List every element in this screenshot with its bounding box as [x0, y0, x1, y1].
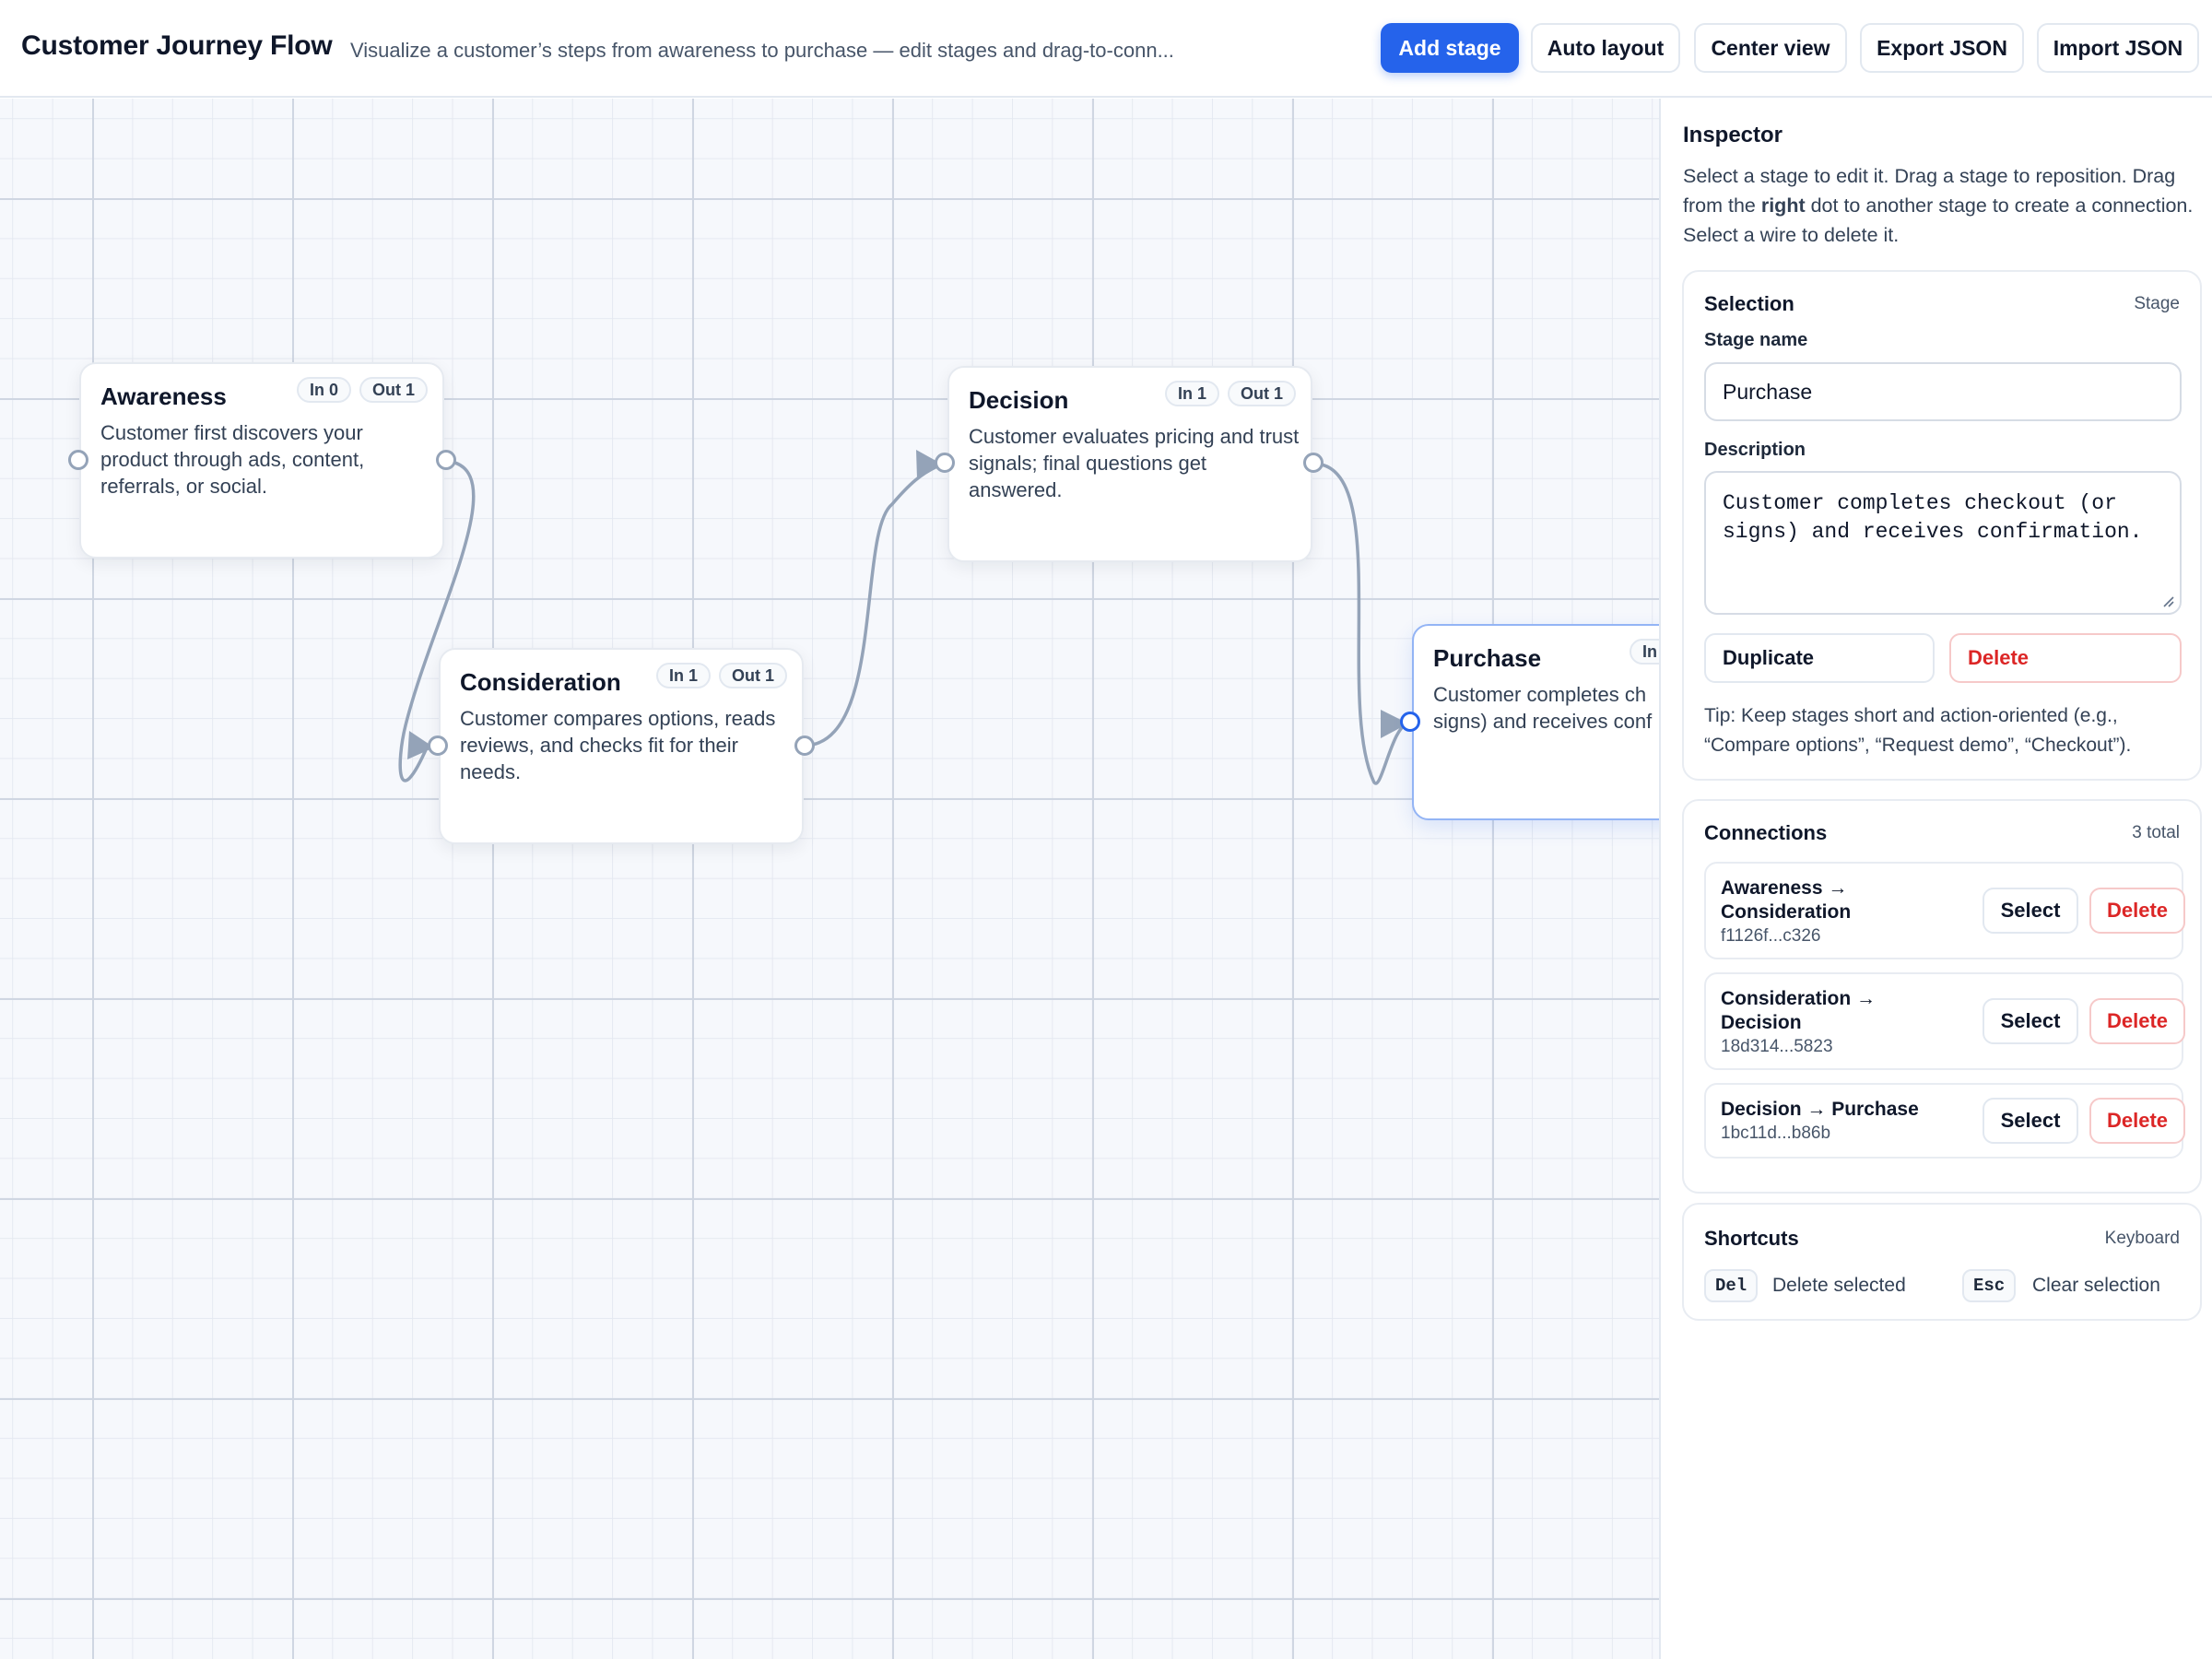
wire-consideration-decision[interactable] — [804, 462, 945, 747]
delete-connection-button[interactable]: Delete — [2089, 888, 2185, 934]
select-connection-button[interactable]: Select — [1983, 998, 2078, 1044]
stage-name-input[interactable]: Purchase — [1704, 362, 2182, 421]
connection-row[interactable]: Consideration → Decision 18d314...5823 S… — [1704, 972, 2185, 1070]
center-view-button[interactable]: Center view — [1694, 23, 1847, 73]
stage-title: Decision — [969, 386, 1069, 414]
stage-description: Customer completes ch signs) and receive… — [1433, 683, 1653, 733]
shortcut-label: Delete selected — [1772, 1275, 1906, 1296]
select-connection-button[interactable]: Select — [1983, 888, 2078, 934]
input-port[interactable] — [428, 735, 448, 756]
kbd-esc: Esc — [1962, 1269, 2017, 1302]
connection-row[interactable]: Awareness → Consideration f1126f...c326 … — [1704, 862, 2185, 959]
shortcut-label: Clear selection — [2032, 1275, 2160, 1296]
selection-title: Selection — [1704, 292, 1794, 315]
delete-stage-button[interactable]: Delete — [1949, 633, 2182, 683]
select-connection-button[interactable]: Select — [1983, 1098, 2078, 1144]
wire-decision-purchase[interactable] — [1312, 462, 1411, 785]
delete-connection-button[interactable]: Delete — [2089, 1098, 2185, 1144]
wire-arrowhead — [1381, 710, 1408, 738]
flow-canvas[interactable]: Awareness In 0 Out 1 Customer first disc… — [0, 99, 1659, 1659]
auto-layout-button[interactable]: Auto layout — [1531, 23, 1680, 73]
in-count-badge: In — [1630, 639, 1659, 665]
import-json-button[interactable]: Import JSON — [2037, 23, 2199, 73]
stage-title: Awareness — [100, 382, 227, 410]
stage-node-awareness[interactable]: Awareness In 0 Out 1 Customer first disc… — [79, 362, 444, 559]
delete-connection-button[interactable]: Delete — [2089, 998, 2185, 1044]
shortcuts-card: Shortcuts Keyboard Del Delete selected E… — [1682, 1203, 2202, 1321]
in-count-badge: In 1 — [656, 663, 712, 688]
add-stage-button[interactable]: Add stage — [1381, 23, 1519, 73]
connection-row[interactable]: Decision → Purchase 1bc11d...b86b Select… — [1704, 1083, 2185, 1159]
resize-grip-icon[interactable] — [2161, 594, 2174, 607]
input-port[interactable] — [935, 453, 955, 473]
connection-id: 1bc11d...b86b — [1721, 1124, 1831, 1143]
connection-name: Decision → Purchase — [1721, 1099, 1919, 1120]
wire-arrowhead — [407, 731, 434, 759]
kbd-del: Del — [1704, 1269, 1759, 1302]
out-count-badge: Out 1 — [359, 377, 429, 403]
stage-description: Customer compares options, reads reviews… — [460, 707, 776, 783]
description-textarea[interactable]: Customer completes checkout (or signs) a… — [1704, 471, 2182, 615]
stage-description: Customer first discovers your product th… — [100, 421, 365, 498]
connection-id: 18d314...5823 — [1721, 1037, 1833, 1056]
connection-id: f1126f...c326 — [1721, 926, 1821, 946]
top-toolbar: Customer Journey Flow Visualize a custom… — [0, 0, 2212, 98]
in-count-badge: In 1 — [1165, 381, 1220, 406]
wire-awareness-consideration[interactable] — [398, 459, 476, 782]
output-port[interactable] — [436, 450, 456, 470]
output-port[interactable] — [1303, 453, 1324, 473]
app-title: Customer Journey Flow — [21, 30, 333, 61]
selection-type: Stage — [2134, 294, 2180, 313]
stage-description: Customer evaluates pricing and trust sig… — [969, 425, 1300, 501]
connections-card: Connections 3 total Awareness → Consider… — [1682, 799, 2202, 1194]
stage-name-label: Stage name — [1704, 330, 1808, 350]
shortcuts-title: Shortcuts — [1704, 1227, 1799, 1250]
inspector-help-text: Select a stage to edit it. Drag a stage … — [1683, 165, 2194, 246]
out-count-badge: Out 1 — [1228, 381, 1297, 406]
stage-node-purchase[interactable]: Purchase In Customer completes ch signs)… — [1412, 624, 1659, 820]
output-port[interactable] — [794, 735, 815, 756]
input-port[interactable] — [1400, 712, 1420, 732]
stage-node-decision[interactable]: Decision In 1 Out 1 Customer evaluates p… — [947, 366, 1312, 562]
inspector-title: Inspector — [1683, 123, 1783, 147]
duplicate-stage-button[interactable]: Duplicate — [1704, 633, 1935, 683]
wires-layer — [398, 450, 1411, 785]
out-count-badge: Out 1 — [719, 663, 788, 688]
connections-count: 3 total — [2132, 823, 2180, 842]
description-label: Description — [1704, 440, 1806, 460]
in-count-badge: In 0 — [297, 377, 352, 403]
stage-node-consideration[interactable]: Consideration In 1 Out 1 Customer compar… — [439, 648, 804, 844]
shortcuts-meta: Keyboard — [2104, 1229, 2180, 1248]
export-json-button[interactable]: Export JSON — [1860, 23, 2024, 73]
inspector-panel: Inspector Select a stage to edit it. Dra… — [1659, 99, 2212, 1659]
connections-title: Connections — [1704, 821, 1828, 844]
stage-title: Consideration — [460, 668, 621, 696]
input-port[interactable] — [68, 450, 88, 470]
stage-tip-text: Tip: Keep stages short and action-orient… — [1704, 705, 2132, 756]
connection-name: Awareness → Consideration — [1721, 877, 1852, 923]
stage-title: Purchase — [1433, 644, 1542, 672]
app-subtitle: Visualize a customer’s steps from awaren… — [350, 39, 1174, 62]
wire-arrowhead — [916, 450, 943, 479]
selection-card: Selection Stage Stage name Purchase Desc… — [1682, 270, 2202, 781]
connection-name: Consideration → Decision — [1721, 988, 1877, 1033]
